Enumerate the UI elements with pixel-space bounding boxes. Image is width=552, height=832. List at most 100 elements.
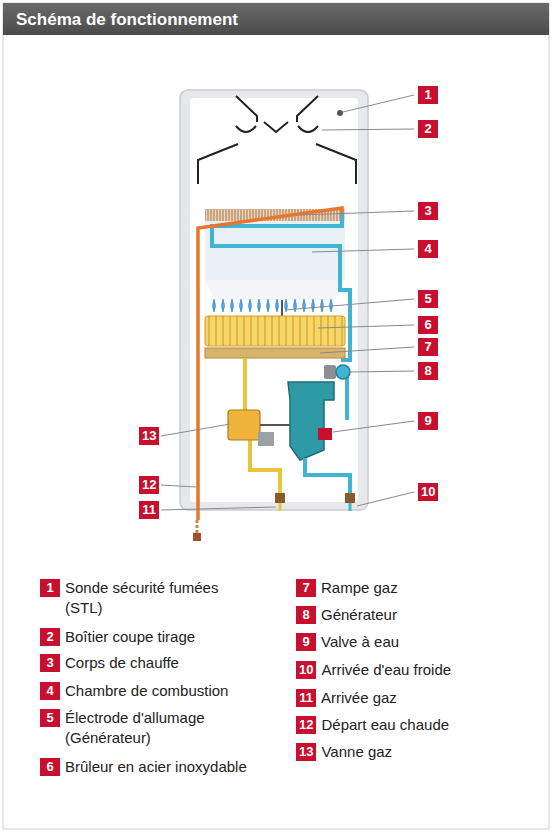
legend-text: Électrode d'allumage (Générateur) xyxy=(65,708,247,748)
legend-text: Boîtier coupe tirage xyxy=(65,627,247,647)
legend-text: Chambre de combustion xyxy=(65,681,247,701)
callout-number: 12 xyxy=(296,716,316,734)
flame xyxy=(312,299,315,312)
flame xyxy=(249,299,252,312)
callout-box: 6 xyxy=(418,316,438,334)
diagram-title: Schéma de fonctionnement xyxy=(16,8,238,32)
callout-number: 4 xyxy=(418,240,438,258)
callout-number: 3 xyxy=(40,654,60,672)
callout-number: 4 xyxy=(40,682,60,700)
burner xyxy=(205,316,345,346)
legend-text: Générateur xyxy=(321,605,503,625)
legend-text: Brûleur en acier inoxydable xyxy=(65,757,247,777)
callout-box: 4 xyxy=(418,240,438,258)
water-valve xyxy=(288,382,334,460)
callout-number: 9 xyxy=(296,633,316,651)
valve-cap xyxy=(318,428,332,440)
flame xyxy=(267,299,270,312)
callout-number: 13 xyxy=(296,743,316,761)
legend-entry: 2 Boîtier coupe tirage xyxy=(40,627,247,647)
draft-hood xyxy=(198,96,356,184)
callout-box: 2 xyxy=(418,120,438,138)
callout-box: 8 xyxy=(418,362,438,380)
callout-box: 9 xyxy=(418,412,438,430)
legend-text: Arrivée d'eau froide xyxy=(321,660,503,680)
outlet-fitting xyxy=(193,533,201,541)
legend-text: Rampe gaz xyxy=(321,578,503,598)
callout-number: 10 xyxy=(296,661,316,679)
callout-number: 1 xyxy=(418,86,438,104)
callout-number: 13 xyxy=(139,427,159,445)
legend-entry: 3 Corps de chauffe xyxy=(40,653,247,673)
flame xyxy=(231,299,234,312)
legend-text: Vanne gaz xyxy=(321,742,503,762)
legend-text: Corps de chauffe xyxy=(65,653,247,673)
chamber-lower xyxy=(205,280,345,300)
casing-inner xyxy=(190,98,358,502)
legend-entry: 12Départ eau chaude xyxy=(296,715,503,735)
flue-sensor xyxy=(337,110,343,116)
callout-number: 7 xyxy=(418,338,438,356)
gas-fitting xyxy=(275,493,285,503)
flame xyxy=(222,299,225,312)
callout-number: 6 xyxy=(40,758,60,776)
callout-number: 2 xyxy=(418,120,438,138)
valve-actuator xyxy=(258,432,274,446)
callout-box: 10 xyxy=(418,483,438,501)
gas-valve xyxy=(228,410,260,440)
callout-box: 12 xyxy=(139,476,159,494)
callout-number: 11 xyxy=(296,689,316,707)
water-fitting xyxy=(345,493,355,503)
legend-text: Arrivée gaz xyxy=(321,688,503,708)
callout-box: 13 xyxy=(139,427,159,445)
callout-number: 12 xyxy=(139,476,159,494)
callout-box: 5 xyxy=(418,290,438,308)
generator-rotor xyxy=(336,365,350,379)
callout-number: 9 xyxy=(418,412,438,430)
heater-casing xyxy=(180,90,368,510)
callout-number: 1 xyxy=(40,579,60,597)
gas-stub xyxy=(279,503,282,511)
legend-entry: 5 Électrode d'allumage (Générateur) xyxy=(40,708,247,748)
legend-entry: 11 Arrivée gaz xyxy=(296,688,503,708)
valve-link xyxy=(260,424,290,426)
legend-entry: 6 Brûleur en acier inoxydable xyxy=(40,757,247,777)
leader-lines xyxy=(161,95,414,510)
flame xyxy=(303,299,306,312)
legend-text: Sonde sécurité fumées (STL) xyxy=(65,578,247,618)
water-stub xyxy=(349,503,352,511)
callout-box: 11 xyxy=(139,501,159,519)
flame xyxy=(240,299,243,312)
callout-number: 7 xyxy=(296,579,316,597)
legend-entry: 8 Générateur xyxy=(296,605,503,625)
flame xyxy=(258,299,261,312)
legend-entry: 10 Arrivée d'eau froide xyxy=(296,660,503,680)
legend-entry: 13 Vanne gaz xyxy=(296,742,503,762)
callout-number: 10 xyxy=(418,483,438,501)
legend-entry: 9 Valve à eau xyxy=(296,632,503,652)
callout-box: 3 xyxy=(418,202,438,220)
page-frame xyxy=(3,3,549,829)
legend-entry: 4 Chambre de combustion xyxy=(40,681,247,701)
flame xyxy=(213,299,216,312)
legend-entry: 7 Rampe gaz xyxy=(296,578,503,598)
flame xyxy=(294,299,297,312)
callout-number: 6 xyxy=(418,316,438,334)
flame xyxy=(276,299,279,312)
callout-number: 11 xyxy=(139,501,159,519)
legend-text: Valve à eau xyxy=(321,632,503,652)
callout-number: 3 xyxy=(418,202,438,220)
cold-water-pipe xyxy=(305,458,350,495)
combustion-chamber xyxy=(205,220,345,280)
generator xyxy=(324,365,336,379)
flame xyxy=(321,299,324,312)
legend-entry: 1 Sonde sécurité fumées (STL) xyxy=(40,578,247,618)
callout-number: 8 xyxy=(296,606,316,624)
ignition-electrode xyxy=(281,300,283,318)
callout-number: 2 xyxy=(40,628,60,646)
callout-box: 1 xyxy=(418,86,438,104)
callout-number: 5 xyxy=(40,709,60,727)
callout-box: 7 xyxy=(418,338,438,356)
flames xyxy=(213,299,333,312)
